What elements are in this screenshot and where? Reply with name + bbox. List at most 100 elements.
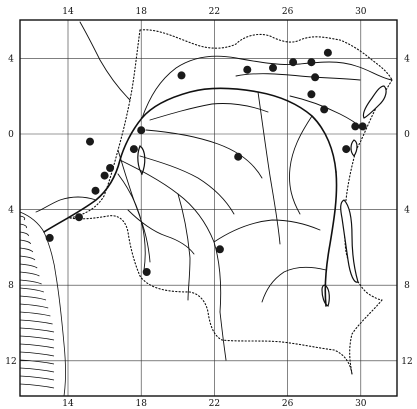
tick-label-right-8s: 8 xyxy=(404,281,410,291)
river-lomami xyxy=(257,91,281,245)
graticule xyxy=(20,20,397,396)
coastline-edge xyxy=(19,211,66,397)
tick-label-top-30: 30 xyxy=(355,7,367,17)
tick-label-right-0: 0 xyxy=(404,130,410,140)
lake-kivu xyxy=(350,139,358,157)
ocean-hatch-line xyxy=(19,279,42,285)
locality-marker xyxy=(100,171,109,180)
tick-label-top-22: 22 xyxy=(209,7,220,17)
tick-label-left-0: 0 xyxy=(8,130,14,140)
river-kasai xyxy=(119,159,222,313)
tick-label-left-4s: 4 xyxy=(8,206,14,216)
tick-label-right-4s: 4 xyxy=(404,206,410,216)
tick-label-top-26: 26 xyxy=(282,7,294,17)
river-loange xyxy=(177,193,191,301)
tick-label-bottom-14: 14 xyxy=(62,399,74,409)
river-kwilu xyxy=(117,173,146,271)
river-sankuru xyxy=(213,219,321,243)
ocean-hatch-line xyxy=(19,263,38,269)
ocean-hatch-line xyxy=(19,311,51,317)
ocean-hatch-line xyxy=(19,383,55,389)
river-kwa xyxy=(127,209,195,255)
coastline xyxy=(19,211,66,397)
tick-label-bottom-30: 30 xyxy=(355,399,367,409)
river-niari xyxy=(35,196,97,213)
ocean-hatch-line xyxy=(19,335,55,341)
locality-markers xyxy=(45,48,367,276)
tick-label-left-8s: 8 xyxy=(8,281,14,291)
locality-marker xyxy=(234,152,243,161)
river-ubangi xyxy=(141,55,393,119)
locality-marker xyxy=(106,164,115,172)
lake-tanganyika xyxy=(340,199,359,283)
river-luvua xyxy=(261,266,327,303)
tick-label-bottom-18: 18 xyxy=(135,399,147,409)
ocean-hatch-line xyxy=(19,303,49,309)
border-east xyxy=(343,79,393,301)
locality-marker xyxy=(91,186,100,195)
ocean-hatch-line xyxy=(19,255,36,261)
rivers xyxy=(35,21,393,361)
river-lualaba xyxy=(324,171,338,307)
ocean-hatch-line xyxy=(19,239,31,245)
locality-marker xyxy=(129,145,138,154)
ocean-hatch-line xyxy=(19,367,55,373)
locality-marker xyxy=(137,126,146,135)
ocean-hatch-line xyxy=(19,319,53,325)
ocean-hatch-line xyxy=(19,359,55,365)
tick-label-bottom-22: 22 xyxy=(209,399,220,409)
river-tshuapa xyxy=(145,129,263,179)
ocean-hatch-line xyxy=(19,247,34,253)
river-kasai-upper xyxy=(219,311,227,361)
locality-marker xyxy=(307,58,316,67)
border-north xyxy=(139,29,393,81)
border-katanga xyxy=(349,299,383,375)
lake-mai-ndombe xyxy=(137,145,146,176)
locality-marker xyxy=(358,122,367,131)
ocean-hatch-line xyxy=(19,215,26,221)
tick-label-left-4n: 4 xyxy=(8,54,14,64)
locality-marker xyxy=(45,233,54,242)
locality-marker xyxy=(269,63,277,72)
tick-label-right-12s: 12 xyxy=(401,357,412,367)
river-lowa xyxy=(289,115,313,215)
locality-marker xyxy=(215,245,224,254)
ocean-hatch-line xyxy=(19,271,40,277)
locality-marker xyxy=(75,213,83,222)
border-south-angola xyxy=(69,215,353,375)
locality-marker xyxy=(351,122,360,131)
ocean-hatch-line xyxy=(19,231,29,237)
tick-label-right-4n: 4 xyxy=(404,54,410,64)
ocean-hatch-line xyxy=(19,327,55,333)
locality-marker xyxy=(342,145,351,154)
tick-label-top-14: 14 xyxy=(62,7,74,17)
tick-label-top-18: 18 xyxy=(135,7,147,17)
river-uele xyxy=(235,73,361,81)
river-lukenie xyxy=(139,155,235,215)
locality-marker xyxy=(323,48,332,57)
tick-label-left-12s: 12 xyxy=(5,357,16,367)
tick-labels: 14 18 22 26 30 14 18 22 26 30 4 0 4 8 12 4 0 4 8 12 xyxy=(5,7,412,409)
river-lulonga xyxy=(149,103,269,121)
locality-marker xyxy=(177,71,186,80)
locality-marker xyxy=(142,268,151,276)
tick-label-bottom-26: 26 xyxy=(282,399,294,409)
locality-marker xyxy=(86,137,94,146)
ocean-hatch-line xyxy=(19,351,55,357)
locality-marker xyxy=(289,58,298,67)
locality-marker xyxy=(311,73,320,82)
map-frame xyxy=(19,19,398,397)
locality-marker xyxy=(307,90,316,99)
ocean-hatch-line xyxy=(19,343,55,349)
locality-marker xyxy=(243,65,252,74)
river-congo-main xyxy=(43,87,337,233)
ocean-hatching xyxy=(19,215,55,389)
lake-albert xyxy=(362,85,387,119)
locality-marker xyxy=(320,105,329,114)
ocean-hatch-line xyxy=(19,287,44,293)
ocean-hatch-line xyxy=(19,375,55,381)
ocean-hatch-line xyxy=(19,223,27,229)
river-sangha xyxy=(79,21,131,101)
